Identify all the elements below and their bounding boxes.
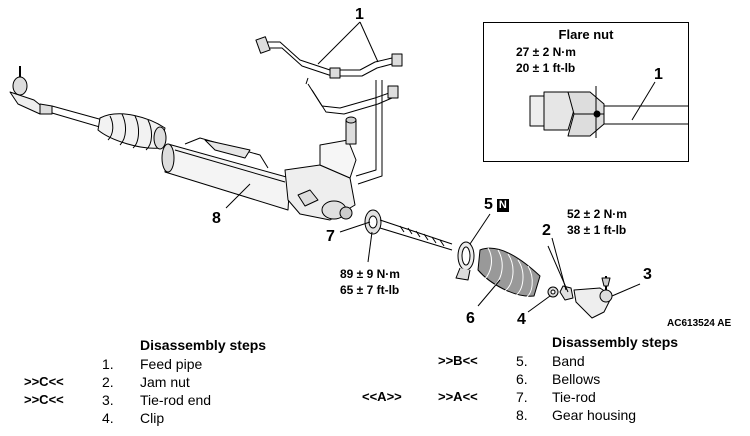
step-7: <<A>> >>A<< 7. Tie-rod [340, 388, 740, 406]
steps-right-list: >>B<< 5. Band 6. Bellows <<A>> >>A<< 7. … [340, 352, 740, 424]
tie-rod-torque: 89 ± 9 N·m 65 ± 7 ft-lb [340, 266, 400, 298]
tie-rod-end-torque-imperial: 38 ± 1 ft-lb [567, 223, 627, 237]
steps-left-title: Disassembly steps [140, 337, 267, 353]
flare-nut-torque-metric: 27 ± 2 N·m [516, 45, 576, 59]
flare-nut-inset: Flare nut [483, 22, 689, 162]
step-7-label: Tie-rod [552, 389, 596, 405]
inset-title: Flare nut [558, 27, 614, 42]
jam-nut-part [364, 209, 382, 235]
step-2-number: 2. [102, 374, 114, 390]
step-3-number: 3. [102, 392, 114, 408]
step-3-mark: >>C<< [24, 392, 64, 407]
figure-code: AC613524 AE [667, 318, 732, 329]
left-tie-rod-end-part [9, 66, 53, 115]
callout-1: 1 [355, 6, 364, 23]
step-5-mark-b: >>B<< [438, 353, 478, 368]
inset-callout-1: 1 [654, 66, 663, 83]
step-8-label: Gear housing [552, 407, 637, 423]
callout-3: 3 [643, 266, 652, 283]
callout-7: 7 [326, 228, 335, 245]
tie-rod-end-torque-metric: 52 ± 2 N·m [567, 207, 627, 221]
step-6: 6. Bellows [340, 370, 740, 388]
step-8: 8. Gear housing [340, 406, 740, 424]
right-bellows-part [477, 247, 541, 299]
step-7-mark-a: <<A>> [362, 389, 402, 404]
step-3: >>C<< 3. Tie-rod end [0, 391, 330, 409]
clip-part [547, 286, 559, 298]
step-8-number: 8. [516, 407, 528, 423]
right-jam-nut-part [559, 285, 574, 301]
flare-nut-drawing [529, 86, 688, 138]
step-6-label: Bellows [552, 371, 601, 387]
step-5-number: 5. [516, 353, 528, 369]
right-tie-rod-end-part [573, 276, 613, 319]
step-7-mark-b: >>A<< [438, 389, 478, 404]
gear-housing-part [161, 137, 291, 211]
valve-body-part [284, 116, 357, 221]
callout-8: 8 [212, 210, 221, 227]
steps-right-title: Disassembly steps [552, 334, 679, 350]
step-4-number: 4. [102, 410, 114, 426]
band-part [455, 241, 475, 281]
flare-nut-torque-imperial: 20 ± 1 ft-lb [516, 61, 576, 75]
step-1: 1. Feed pipe [0, 355, 330, 373]
step-5-label: Band [552, 353, 585, 369]
step-5: >>B<< 5. Band [340, 352, 740, 370]
step-7-number: 7. [516, 389, 528, 405]
tie-rod-torque-metric: 89 ± 9 N·m [340, 267, 400, 281]
step-1-number: 1. [102, 356, 114, 372]
callout-4: 4 [517, 311, 526, 328]
right-tie-rod-shaft-part [379, 219, 453, 251]
step-2: >>C<< 2. Jam nut [0, 373, 330, 391]
callout-5-number: 5 [484, 196, 493, 213]
feed-pipes-part [255, 36, 403, 185]
left-bellows-part [97, 113, 167, 151]
step-2-mark: >>C<< [24, 374, 64, 389]
flare-nut-torque: 27 ± 2 N·m 20 ± 1 ft-lb [516, 44, 576, 76]
tie-rod-torque-imperial: 65 ± 7 ft-lb [340, 283, 400, 297]
tie-rod-end-torque: 52 ± 2 N·m 38 ± 1 ft-lb [567, 206, 627, 238]
callout-2: 2 [542, 222, 551, 239]
step-4-label: Clip [140, 410, 165, 426]
steps-left-list: 1. Feed pipe >>C<< 2. Jam nut >>C<< 3. T… [0, 355, 330, 427]
step-3-label: Tie-rod end [140, 392, 212, 408]
step-2-label: Jam nut [140, 374, 190, 390]
step-4: 4. Clip [0, 409, 330, 427]
new-part-badge: N [496, 199, 509, 212]
leader-lines [225, 21, 656, 313]
callout-6: 6 [466, 310, 475, 327]
step-6-number: 6. [516, 371, 528, 387]
step-1-label: Feed pipe [140, 356, 203, 372]
